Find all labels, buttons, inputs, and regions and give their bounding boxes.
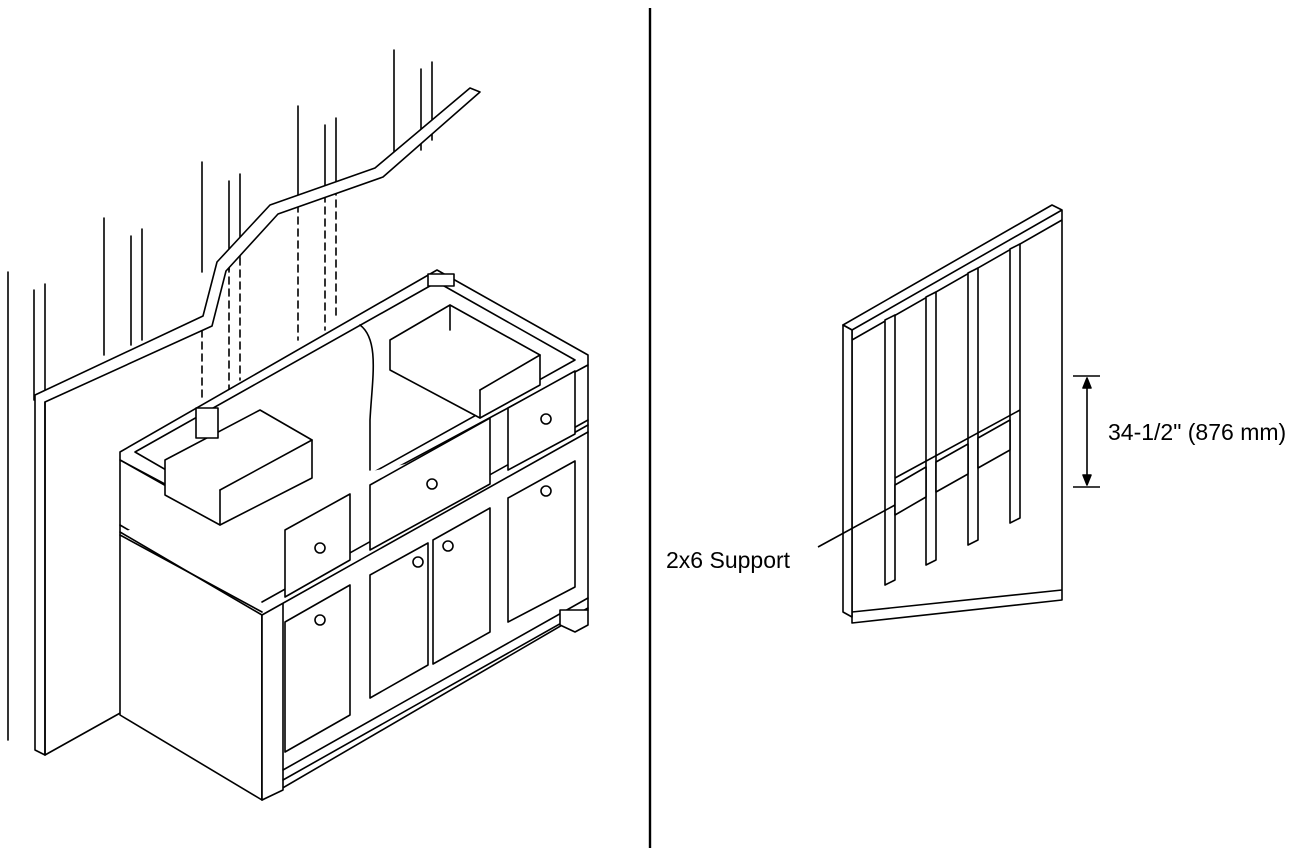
support-leader — [818, 505, 895, 547]
knobs — [314, 413, 552, 626]
support-label: 2x6 Support — [666, 547, 791, 573]
door-right — [508, 461, 575, 622]
bracket-top — [428, 274, 454, 286]
support-block-2 — [936, 444, 968, 492]
vanity-cabinet — [120, 270, 588, 800]
dimension-label: 34-1/2" (876 mm) — [1108, 419, 1286, 445]
door-left — [285, 585, 350, 752]
left-panel — [8, 50, 588, 800]
dimension-marker — [1073, 376, 1100, 487]
bracket-left — [196, 408, 218, 438]
right-panel — [818, 205, 1100, 623]
door-center-left — [370, 543, 428, 698]
hidden-studs — [202, 188, 336, 400]
support-block-3 — [978, 420, 1010, 468]
stud-wall-frame — [843, 205, 1062, 623]
wallboard — [35, 88, 480, 755]
